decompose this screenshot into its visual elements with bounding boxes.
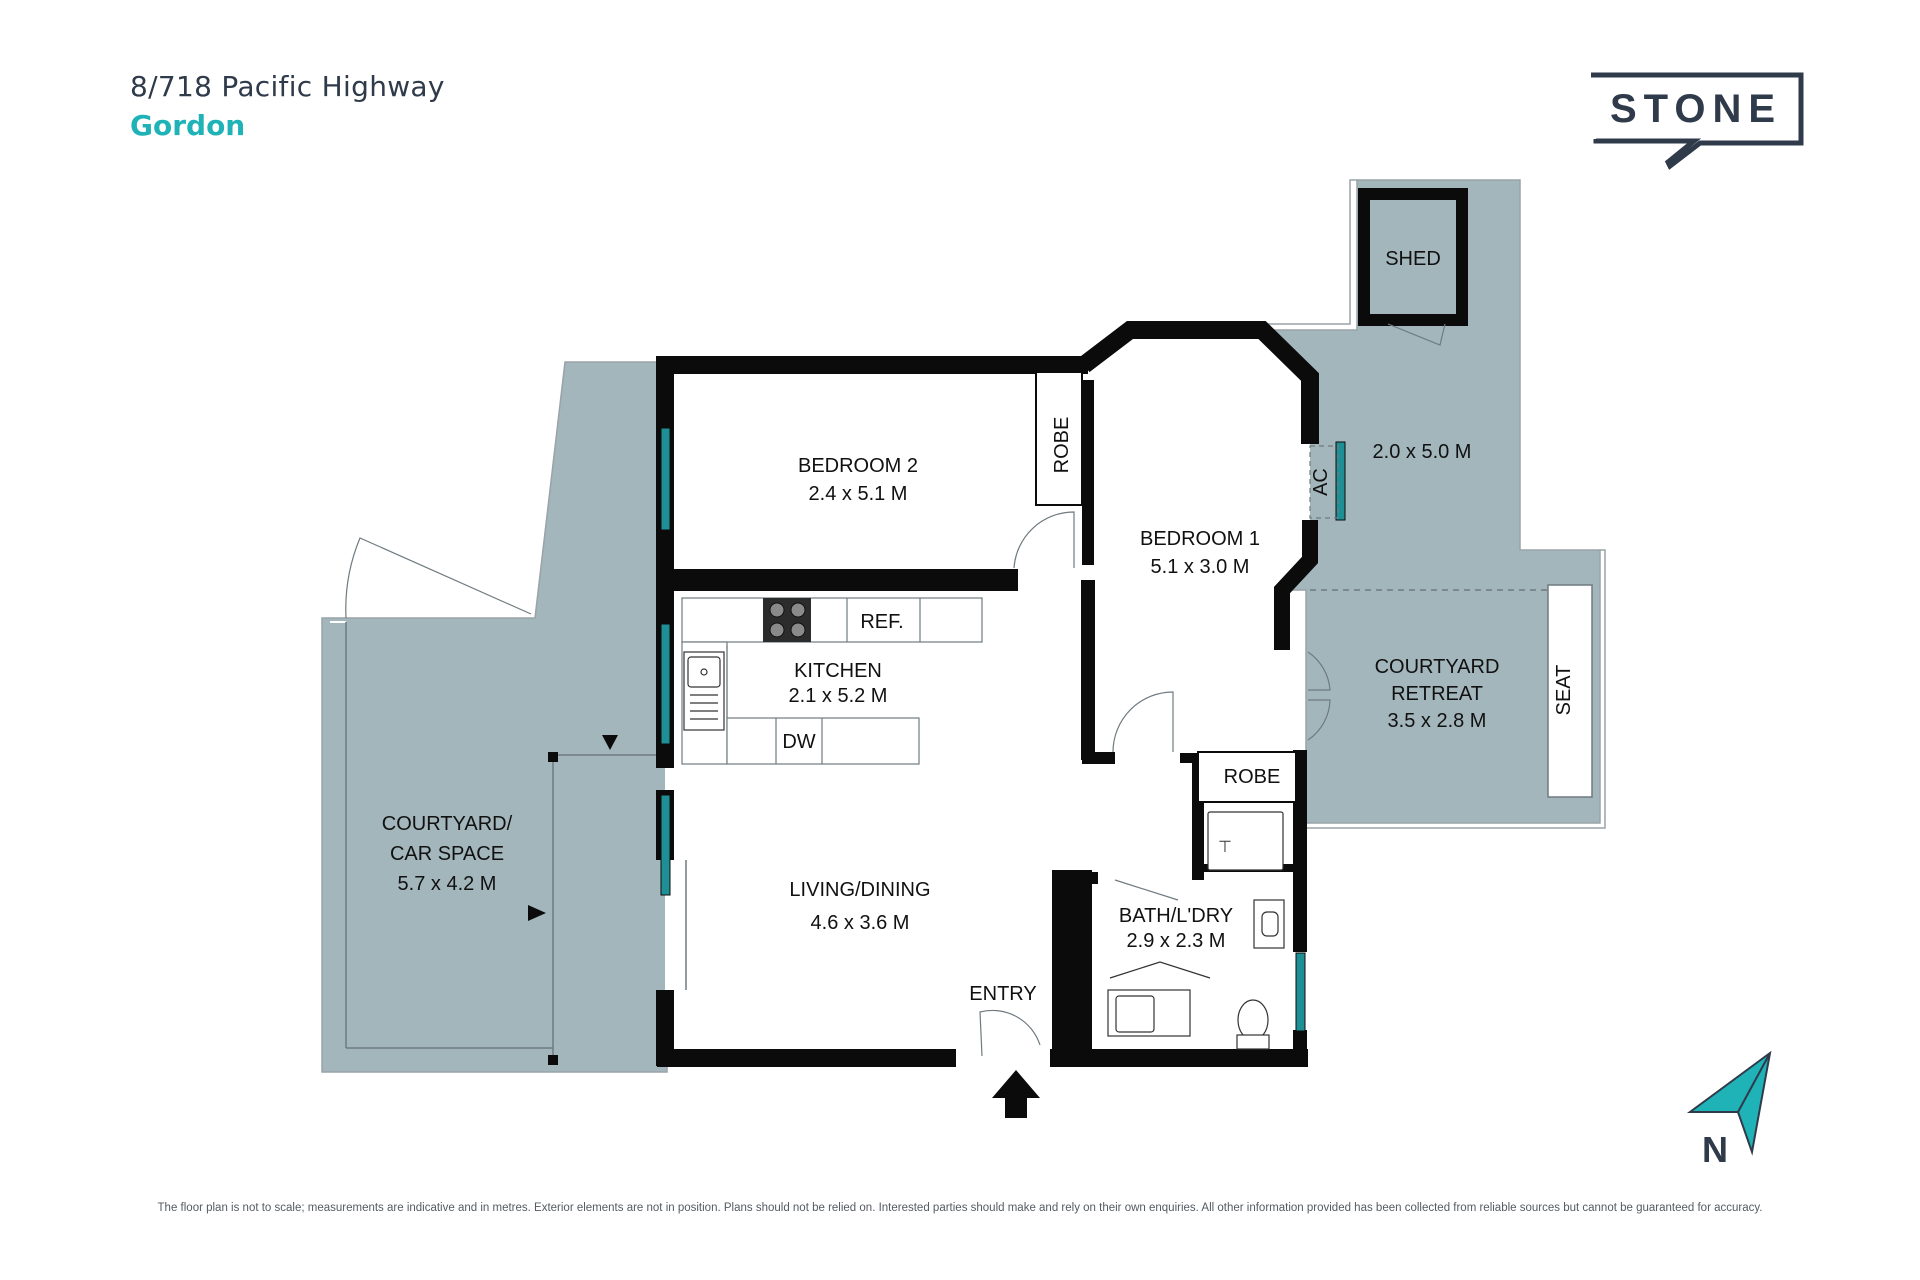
robe-bedroom1-label: ROBE <box>1224 766 1281 788</box>
courtyard-car-line1: COURTYARD/ <box>382 813 513 835</box>
bath-name: BATH/L'DRY <box>1119 905 1233 927</box>
bath-fixtures <box>1107 811 1285 1050</box>
entry-arrow <box>992 1070 1040 1118</box>
bedroom1-size: 5.1 x 3.0 M <box>1151 556 1250 578</box>
living-size: 4.6 x 3.6 M <box>811 912 910 934</box>
courtyard-car-space <box>321 361 668 1073</box>
robe-bedroom1 <box>1197 751 1297 803</box>
kitchen-size: 2.1 x 5.2 M <box>789 685 888 707</box>
bedroom1-name: BEDROOM 1 <box>1140 528 1260 550</box>
north-label: N <box>1702 1129 1728 1170</box>
bath-size: 2.9 x 2.3 M <box>1127 930 1226 952</box>
disclaimer-text: The floor plan is not to scale; measurem… <box>157 1202 1763 1214</box>
windows <box>660 427 1346 1032</box>
kitchen-sink <box>683 651 725 731</box>
entry-label: ENTRY <box>969 983 1036 1005</box>
shed-door-swing <box>1387 323 1446 346</box>
kitchen-island <box>726 717 920 765</box>
door-swings <box>979 511 1331 1057</box>
cooktop-burners <box>769 602 806 638</box>
seat-bench <box>1547 584 1593 798</box>
robe-bedroom2-label: ROBE <box>1051 417 1073 474</box>
robe-bedroom2 <box>1035 371 1083 506</box>
courtyard-car-line2: CAR SPACE <box>390 843 504 865</box>
shower-tap: ⊤ <box>1218 839 1232 856</box>
courtyard-retreat-size: 3.5 x 2.8 M <box>1388 710 1487 732</box>
stone-logo: STONE <box>1591 72 1804 170</box>
ac-label: AC <box>1310 468 1332 496</box>
kitchen-name: KITCHEN <box>794 660 882 682</box>
ac-unit <box>1309 445 1339 519</box>
courtyard-car-size: 5.7 x 4.2 M <box>398 873 497 895</box>
cooktop <box>763 598 811 642</box>
living-name: LIVING/DINING <box>789 879 930 901</box>
shed <box>1358 188 1468 326</box>
courtyard-retreat-line2: RETREAT <box>1391 683 1483 705</box>
interior-floor <box>665 330 1310 1067</box>
shed-label: SHED <box>1385 248 1441 270</box>
dw-label: DW <box>782 731 815 753</box>
north-arrow-icon <box>1686 1050 1772 1156</box>
logo-text: STONE <box>1610 87 1782 131</box>
address-title: 8/718 Pacific Highway <box>130 70 445 103</box>
suburb-subtitle: Gordon <box>130 109 246 142</box>
ref-label: REF. <box>860 611 903 633</box>
seat-label: SEAT <box>1553 665 1575 716</box>
bedroom2-size: 2.4 x 5.1 M <box>809 483 908 505</box>
header: 8/718 Pacific Highway Gordon <box>130 70 445 142</box>
courtyard-retreat-line1: COURTYARD <box>1375 656 1500 678</box>
bedroom2-name: BEDROOM 2 <box>798 455 918 477</box>
east-yard-size: 2.0 x 5.0 M <box>1373 441 1472 463</box>
